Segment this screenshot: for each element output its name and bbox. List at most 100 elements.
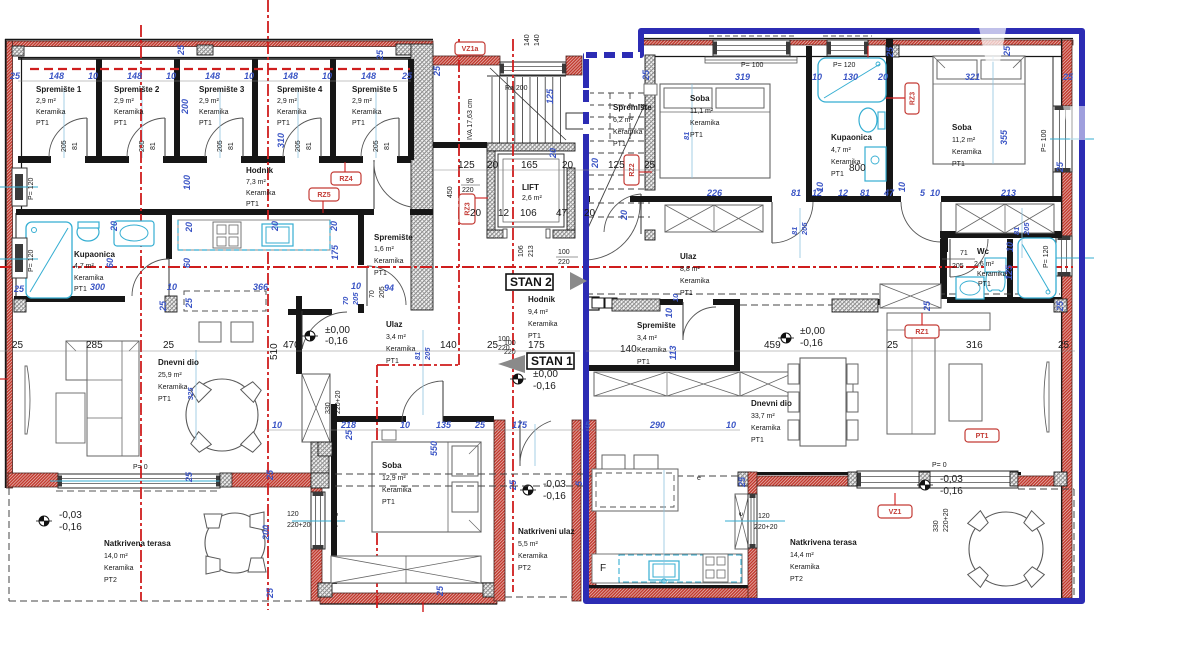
svg-text:10: 10 (322, 71, 332, 81)
svg-text:P= 120: P= 120 (1043, 246, 1050, 268)
svg-text:PT1: PT1 (74, 286, 87, 293)
svg-text:Ulaz: Ulaz (386, 320, 402, 329)
svg-text:P= 0: P= 0 (133, 464, 148, 471)
svg-text:PT2: PT2 (518, 565, 531, 572)
svg-text:Keramika: Keramika (74, 275, 104, 282)
svg-text:11,1 m²: 11,1 m² (690, 108, 714, 115)
svg-text:20: 20 (590, 158, 600, 169)
svg-text:25: 25 (375, 49, 385, 61)
svg-text:IVA 17,63 cm: IVA 17,63 cm (467, 99, 474, 140)
svg-text:Soba: Soba (690, 94, 710, 103)
svg-text:25: 25 (401, 71, 413, 81)
svg-text:330: 330 (933, 520, 940, 532)
svg-text:RZ3: RZ3 (465, 202, 472, 215)
svg-text:Spremište 4: Spremište 4 (277, 85, 323, 94)
svg-text:Keramika: Keramika (104, 565, 134, 572)
svg-text:12: 12 (838, 188, 848, 198)
svg-text:Spremište 1: Spremište 1 (36, 85, 82, 94)
svg-text:10: 10 (1005, 242, 1015, 252)
svg-text:25: 25 (1055, 161, 1065, 173)
svg-text:VZ1: VZ1 (889, 509, 902, 516)
svg-text:200: 200 (261, 525, 271, 541)
svg-text:PT1: PT1 (382, 499, 395, 506)
svg-text:3,4 m²: 3,4 m² (386, 334, 407, 341)
svg-text:33,7 m²: 33,7 m² (751, 413, 775, 420)
svg-text:11,2 m²: 11,2 m² (952, 137, 976, 144)
svg-text:25: 25 (641, 69, 651, 81)
svg-text:148: 148 (283, 71, 298, 81)
svg-text:81: 81 (791, 188, 801, 198)
svg-text:25: 25 (12, 340, 24, 351)
svg-text:200: 200 (180, 99, 190, 115)
svg-text:Keramika: Keramika (613, 129, 643, 136)
svg-text:355: 355 (999, 129, 1009, 145)
svg-text:25: 25 (9, 71, 21, 81)
svg-text:F: F (600, 563, 606, 574)
svg-text:205: 205 (379, 286, 386, 298)
svg-text:100: 100 (558, 249, 570, 256)
svg-text:PT1: PT1 (952, 161, 965, 168)
svg-text:310: 310 (276, 133, 286, 148)
svg-text:Spremište: Spremište (637, 321, 676, 330)
svg-text:220+20: 220+20 (287, 522, 311, 529)
svg-text:5,5 m²: 5,5 m² (518, 541, 539, 548)
svg-text:12: 12 (498, 208, 510, 219)
svg-text:LIFT: LIFT (522, 183, 539, 192)
svg-text:PT1: PT1 (680, 290, 693, 297)
svg-text:70: 70 (369, 290, 376, 298)
svg-text:148: 148 (127, 71, 142, 81)
svg-text:Hodnik: Hodnik (246, 166, 274, 175)
svg-text:205: 205 (952, 263, 964, 270)
svg-text:120: 120 (758, 513, 770, 520)
svg-text:205: 205 (423, 347, 432, 361)
svg-text:2,9 m²: 2,9 m² (114, 98, 135, 105)
svg-text:VZ1a: VZ1a (462, 46, 479, 53)
svg-text:81: 81 (150, 142, 157, 150)
svg-text:RZ5: RZ5 (317, 192, 330, 199)
svg-text:140: 140 (620, 344, 637, 355)
svg-text:25: 25 (184, 471, 194, 483)
svg-text:Keramika: Keramika (246, 190, 276, 197)
svg-text:14,4 m²: 14,4 m² (790, 552, 814, 559)
svg-text:10: 10 (726, 420, 736, 430)
svg-text:PT1: PT1 (114, 120, 127, 127)
svg-text:10: 10 (930, 188, 940, 198)
svg-text:Soba: Soba (382, 461, 402, 470)
svg-text:Dnevni dio: Dnevni dio (158, 358, 199, 367)
svg-text:165: 165 (521, 160, 538, 171)
svg-text:Keramika: Keramika (690, 120, 720, 127)
svg-text:Keramika: Keramika (790, 564, 820, 571)
svg-text:Keramika: Keramika (158, 384, 188, 391)
svg-text:Keramika: Keramika (751, 425, 781, 432)
svg-text:PT1: PT1 (374, 270, 387, 277)
svg-text:25: 25 (508, 479, 518, 491)
svg-text:P= 100: P= 100 (741, 62, 763, 69)
svg-text:Keramika: Keramika (382, 487, 412, 494)
svg-text:Keramika: Keramika (277, 109, 307, 116)
svg-text:321: 321 (965, 72, 980, 82)
svg-text:81: 81 (72, 142, 79, 150)
svg-text:71: 71 (960, 250, 968, 257)
svg-text:205: 205 (61, 140, 68, 152)
svg-text:205: 205 (800, 222, 809, 236)
svg-text:10: 10 (166, 71, 176, 81)
svg-text:-0,16: -0,16 (59, 522, 82, 533)
svg-text:Keramika: Keramika (374, 258, 404, 265)
svg-text:25: 25 (887, 340, 899, 351)
svg-text:Spremište 2: Spremište 2 (114, 85, 160, 94)
svg-text:Keramika: Keramika (352, 109, 382, 116)
svg-text:100: 100 (498, 336, 510, 343)
svg-text:Spremište: Spremište (613, 103, 652, 112)
svg-text:10: 10 (88, 71, 98, 81)
svg-text:PT1: PT1 (528, 333, 541, 340)
svg-text:125: 125 (458, 160, 475, 171)
svg-text:1,6 m²: 1,6 m² (374, 246, 395, 253)
svg-text:113: 113 (668, 346, 678, 360)
svg-text:10: 10 (167, 282, 177, 292)
svg-text:10: 10 (244, 71, 254, 81)
svg-text:10: 10 (815, 182, 825, 192)
svg-text:25: 25 (158, 300, 168, 312)
svg-text:PT1: PT1 (613, 141, 626, 148)
svg-text:2,9 m²: 2,9 m² (352, 98, 373, 105)
svg-text:20: 20 (548, 148, 558, 159)
